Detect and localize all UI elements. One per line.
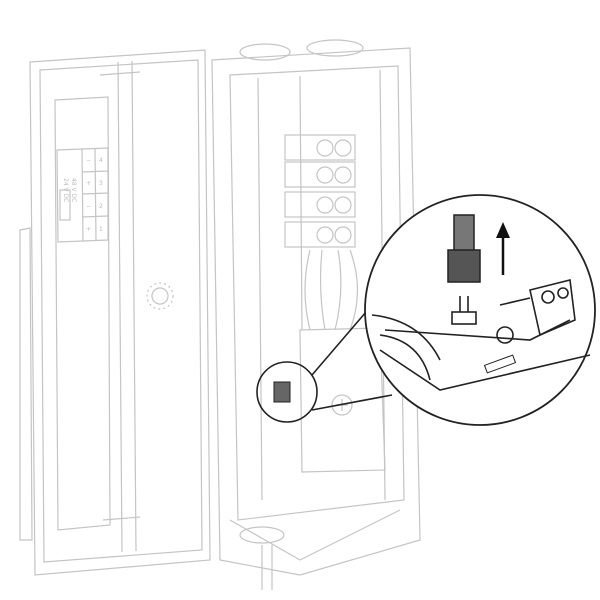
jumper-cap[interactable] [447,214,481,283]
jumper-location-callout[interactable] [256,304,393,423]
terminal-3: 3 [99,180,103,187]
label-voltage-1: 24 V DC [62,178,69,202]
terminal-4: 4 [99,157,103,164]
polarity-4: − [86,157,91,164]
magnified-view [364,194,596,426]
terminal-2: 2 [99,203,103,210]
wiring-label: 24 V DC 48 V DC 4 3 2 1 − + − + [56,147,109,243]
polarity-3: + [86,180,91,187]
housing [211,39,421,590]
open-door [19,49,211,576]
terminal-1: 1 [99,226,103,233]
screw-terminal [499,279,576,337]
polarity-2: − [86,203,91,210]
jumper-pins [451,296,477,325]
arrow-up-icon [496,222,510,275]
label-voltage-2: 48 V DC [70,178,77,202]
polarity-1: + [86,226,91,233]
terminal-blocks [284,134,359,331]
